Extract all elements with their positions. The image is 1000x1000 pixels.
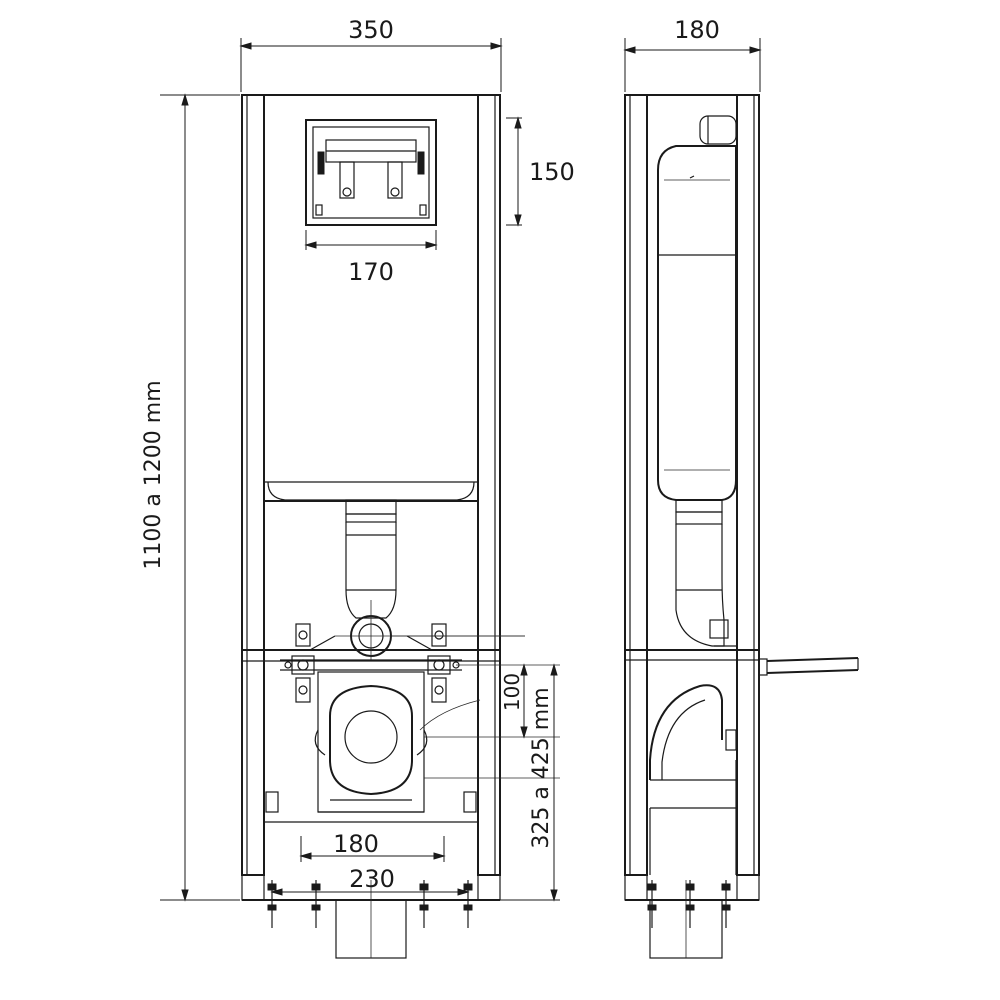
label-front-width: 350	[348, 16, 394, 44]
dim-drain-heights: 100 325 a 425 mm	[500, 663, 560, 902]
dim-panel-width: 170	[304, 230, 438, 286]
label-drain-height: 325 a 425 mm	[529, 687, 554, 848]
label-frame-height: 1100 a 1200 mm	[141, 380, 166, 569]
label-feet-outer: 230	[349, 865, 395, 893]
dim-side-depth: 180	[623, 16, 762, 92]
front-feet	[267, 880, 473, 959]
lower-brackets	[264, 791, 478, 823]
label-panel-width: 170	[348, 258, 394, 286]
label-panel-height: 150	[529, 158, 575, 186]
label-bolt-height: 100	[500, 673, 524, 711]
side-frame	[624, 94, 760, 901]
flush-panel	[305, 119, 437, 226]
dim-front-width: 350	[239, 16, 503, 92]
mounting-brackets	[280, 623, 462, 703]
supply-pipe	[758, 657, 859, 676]
label-feet-inner: 180	[333, 830, 379, 858]
side-cistern	[657, 115, 738, 647]
drain-outlet	[314, 671, 481, 813]
front-frame	[241, 94, 501, 901]
dim-frame-height: 1100 a 1200 mm	[141, 93, 240, 902]
side-feet	[647, 880, 731, 928]
reference-lines	[392, 635, 560, 779]
flush-pipe	[309, 499, 525, 660]
side-view: 180	[623, 16, 859, 959]
side-drain	[649, 684, 737, 959]
dim-panel-height: 150	[506, 116, 575, 227]
front-view: 350	[239, 16, 575, 959]
dim-feet: 180 230	[270, 830, 470, 896]
label-side-depth: 180	[674, 16, 720, 44]
